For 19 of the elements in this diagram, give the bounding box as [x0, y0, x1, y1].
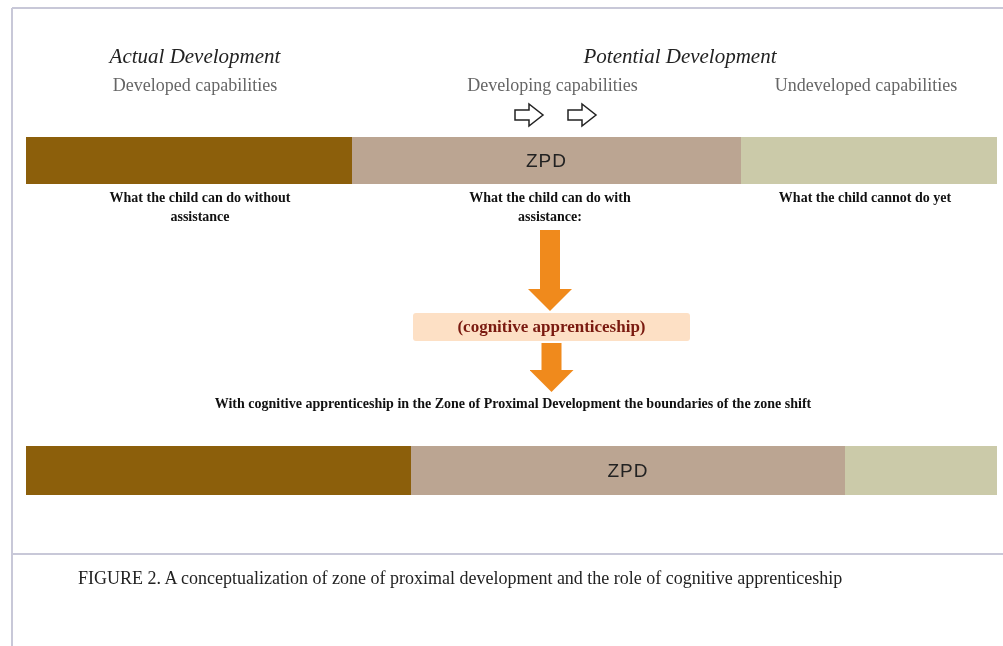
bar-segment [26, 137, 352, 184]
zpd-bar-segment: ZPD [352, 137, 741, 184]
body-text: With cognitive apprenticeship in the Zone of Proximal Development the boundaries of the zone shift [40, 394, 986, 416]
highlight-box: (cognitive apprenticeship) [413, 313, 690, 341]
body-text: What the child cannot do yet [777, 189, 953, 207]
body-text: What the child can do without assistance [108, 189, 292, 226]
bar-segment [26, 446, 411, 495]
zpd-bar-segment: ZPD [411, 446, 845, 495]
bar-segment [845, 446, 997, 495]
bar-segment [741, 137, 997, 184]
caption: FIGURE 2. A conceptualization of zone of proximal development and the role of cognitive apprenticeship [78, 567, 844, 590]
subheading: Developing capabilities [466, 75, 639, 96]
arrow [529, 343, 574, 392]
subheading: Undeveloped capabilities [773, 75, 959, 96]
heading: Potential Development [582, 44, 778, 69]
heading: Actual Development [107, 44, 282, 69]
body-text: What the child can do with assistance: [440, 188, 660, 228]
subheading: Developed capabilities [111, 75, 279, 96]
arrow [528, 230, 572, 311]
